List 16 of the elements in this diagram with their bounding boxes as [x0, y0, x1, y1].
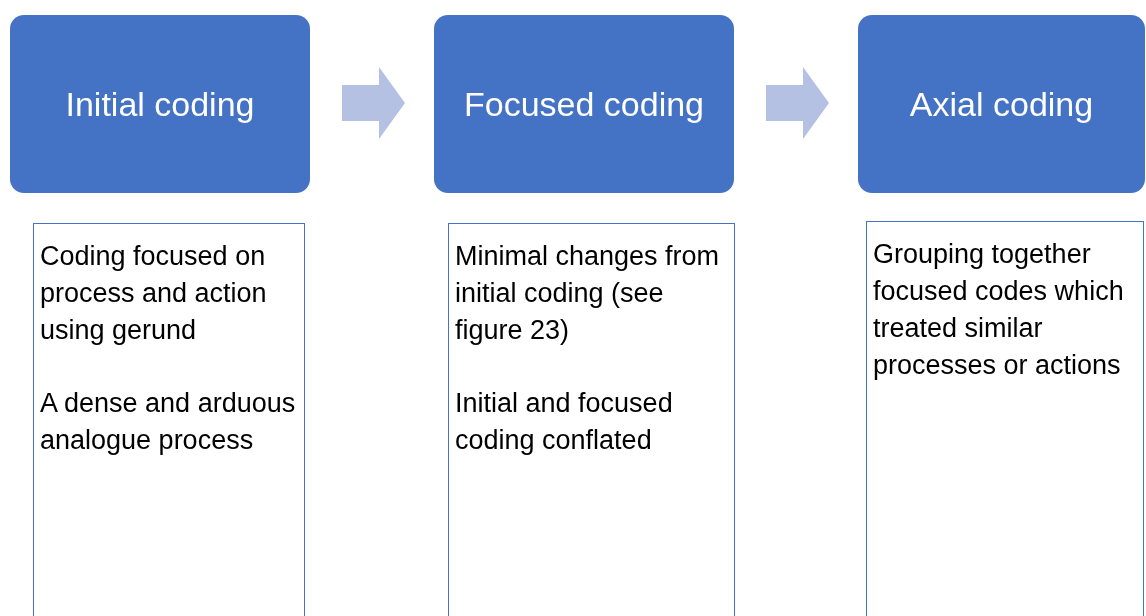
block-arrow: [766, 67, 829, 139]
description-text: A dense and arduous analogue process: [40, 387, 296, 457]
description-text: Initial and focused coding conflated: [455, 387, 674, 457]
block-arrow: [342, 67, 405, 139]
stage-title: Focused coding: [463, 84, 704, 124]
stage-title: Initial coding: [65, 84, 255, 124]
stage-box: [10, 15, 310, 193]
description-text: Coding focused on process and action using gerund: [40, 240, 268, 347]
stage-title: Axial coding: [909, 84, 1094, 124]
description-text: Grouping together focused codes which treated similar processes or actions: [873, 238, 1125, 382]
description-box: [866, 221, 1144, 616]
stage-box: [434, 15, 734, 193]
description-box: [33, 223, 305, 616]
stage-box: [858, 15, 1145, 193]
description-text: Minimal changes from initial coding (see figure 23): [455, 240, 721, 347]
description-box: [448, 223, 735, 616]
